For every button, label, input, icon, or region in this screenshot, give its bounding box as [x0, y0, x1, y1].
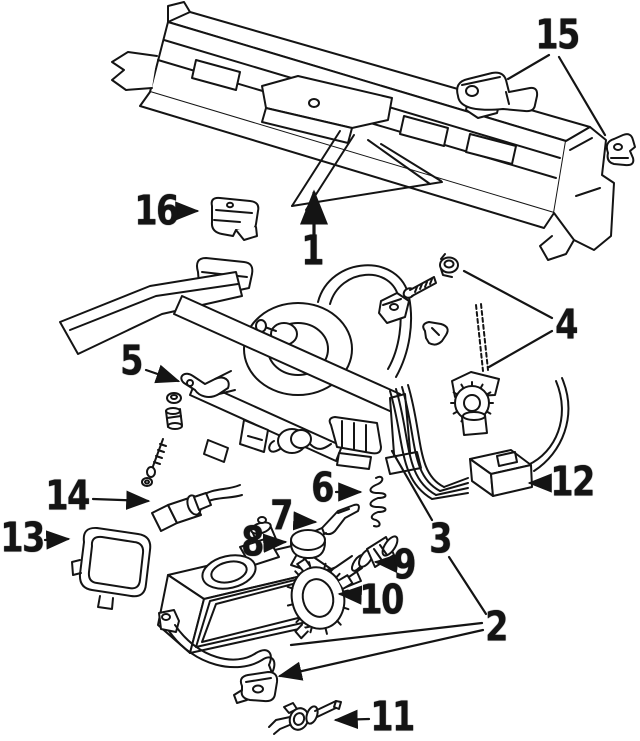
leader-4a	[462, 269, 554, 320]
leader-2c	[277, 628, 485, 681]
halogen-bulb-drawing	[329, 535, 399, 583]
callout-15: 15	[535, 10, 580, 59]
panel-clip-right-drawing	[605, 133, 636, 167]
leader-13	[43, 530, 71, 550]
leader-5	[144, 364, 181, 384]
callout-4: 4	[555, 300, 578, 349]
leader-2a	[447, 555, 488, 616]
callout-2: 2	[485, 602, 508, 651]
callout-6: 6	[311, 463, 334, 512]
leader-3	[390, 449, 434, 522]
callout-13: 13	[0, 513, 45, 562]
callout-3: 3	[429, 514, 452, 563]
callout-10: 10	[359, 575, 404, 624]
coil-spring-drawing	[369, 475, 387, 528]
leader-8	[262, 533, 288, 553]
retaining-ring-drawing	[286, 557, 354, 640]
leader-2b	[289, 621, 484, 647]
leader-15a	[506, 53, 551, 81]
leader-10	[337, 585, 363, 605]
panel-clip-left-drawing	[456, 71, 539, 113]
callout-9: 9	[393, 540, 416, 589]
callout-5: 5	[120, 336, 143, 385]
leader-15b	[557, 55, 607, 137]
callout-leader-lines	[43, 53, 607, 730]
callout-8: 8	[241, 517, 264, 566]
callout-16: 16	[134, 186, 179, 235]
callout-12: 12	[550, 457, 595, 506]
wiring-harness-drawing	[389, 377, 570, 500]
callout-14: 14	[45, 471, 90, 520]
leader-14	[91, 490, 151, 510]
harness-connector-drawing	[469, 449, 533, 497]
adjuster-hardware-drawing	[378, 253, 500, 436]
callout-1: 1	[301, 226, 324, 275]
adjusting-screw-drawing	[141, 370, 236, 487]
callout-11: 11	[370, 692, 415, 741]
leader-9	[373, 553, 399, 574]
support-clip-drawing	[210, 196, 260, 241]
headlamp-mounting-bracket-drawing	[59, 257, 422, 475]
housing-bracket-drawing	[233, 671, 279, 704]
leader-11	[333, 709, 371, 730]
lamp-socket-drawing	[268, 700, 342, 735]
leader-7	[292, 511, 318, 531]
headlamp-lens-drawing	[71, 526, 152, 610]
bulb-socket-drawing	[151, 484, 243, 532]
callout-7: 7	[270, 491, 293, 540]
leader-4b	[487, 329, 554, 369]
